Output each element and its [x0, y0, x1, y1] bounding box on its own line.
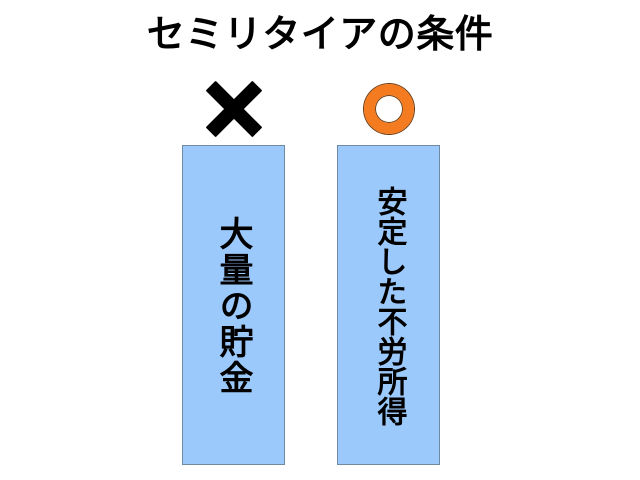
mark-wrapper-right: [337, 80, 441, 140]
column-right: [337, 80, 441, 140]
condition-box-right-label: 安定した不労所得: [372, 186, 406, 426]
page-title: セミリタイアの条件: [146, 14, 494, 56]
circle-mark-icon: [364, 84, 414, 134]
condition-box-left: 大量の貯金: [182, 145, 285, 465]
cross-mark-icon: [207, 84, 261, 134]
condition-box-right: 安定した不労所得: [337, 145, 440, 465]
mark-wrapper-left: [182, 80, 286, 140]
column-left: [182, 80, 286, 140]
condition-box-left-label: 大量の貯金: [214, 216, 252, 396]
